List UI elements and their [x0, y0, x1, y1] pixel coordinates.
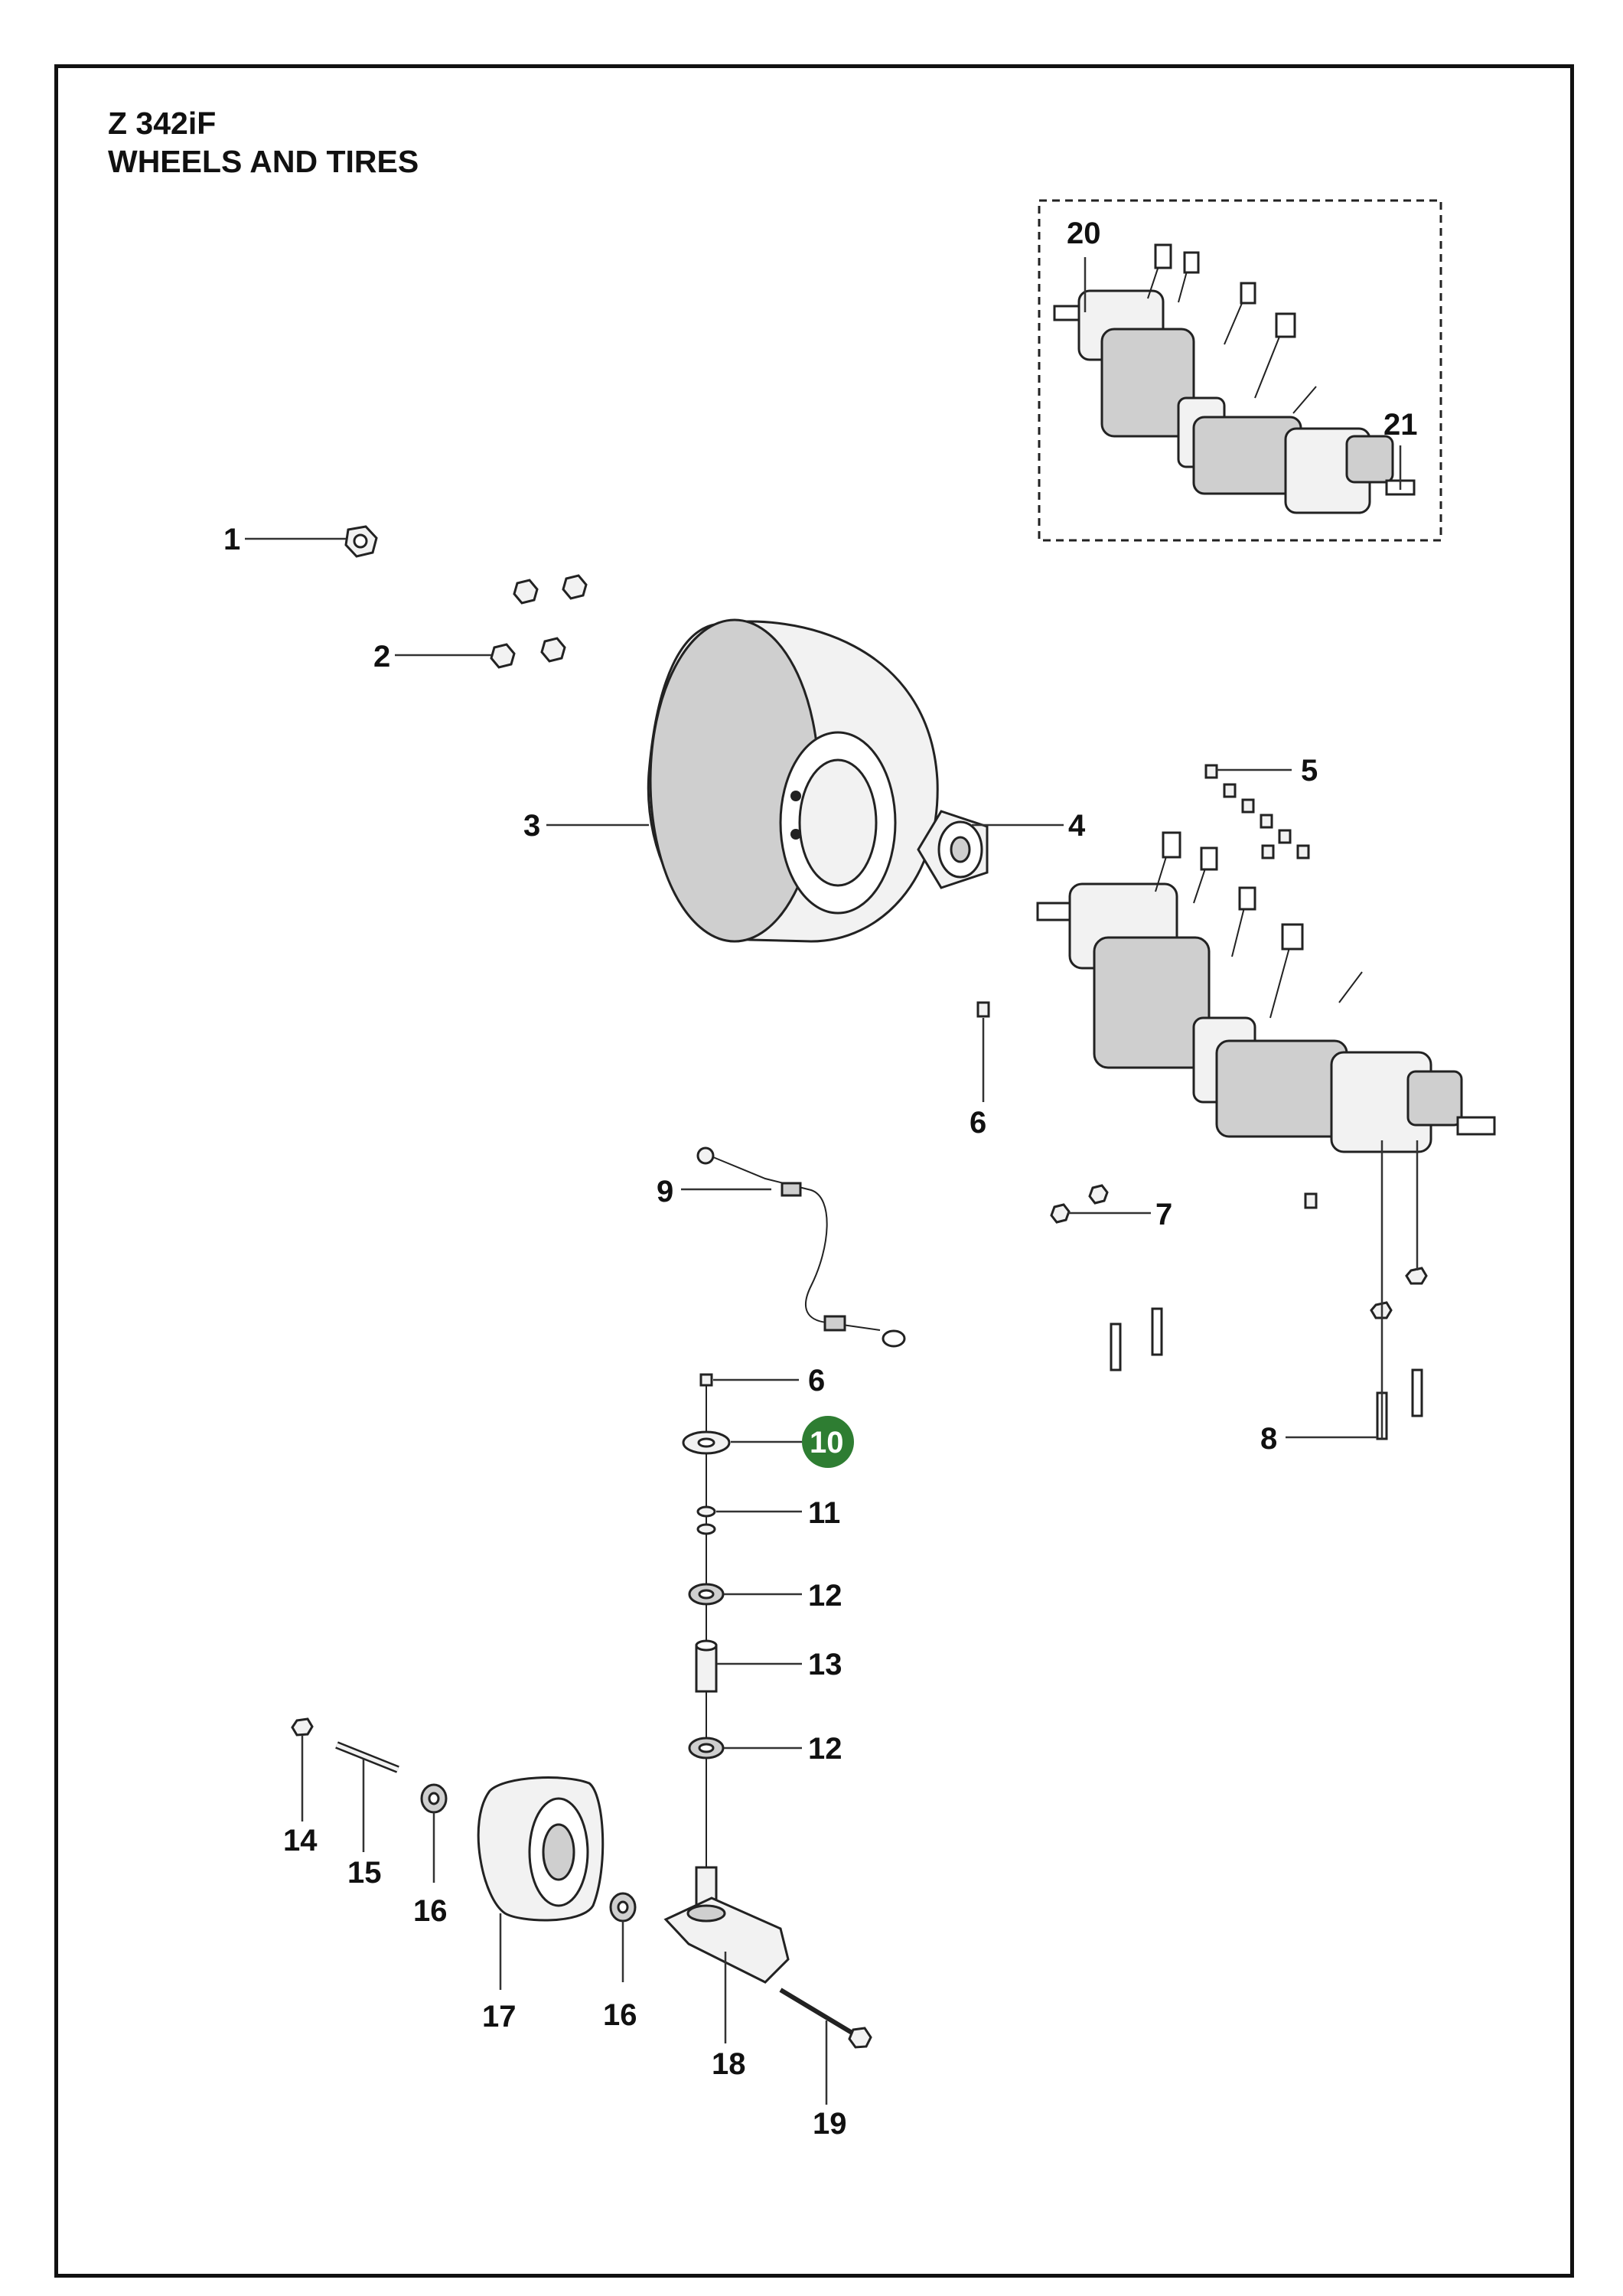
spacer-part-16-right [609, 1892, 637, 1923]
bolts-part-5 [1204, 764, 1310, 859]
callout-6-lower[interactable]: 6 [808, 1364, 825, 1397]
callout-18[interactable]: 18 [712, 2047, 746, 2081]
spacer-tube-part-13 [695, 1639, 718, 1693]
model-name: Z 342iF [108, 106, 217, 141]
caster-fork-part-18 [663, 1866, 790, 1984]
callout-12-lower[interactable]: 12 [808, 1732, 842, 1766]
callout-12-upper[interactable]: 12 [808, 1579, 842, 1613]
highlight-badge-10 [802, 1416, 854, 1468]
callout-9[interactable]: 9 [657, 1175, 673, 1208]
wheel-hub-part-4 [917, 810, 989, 889]
rear-tire-part-3 [647, 618, 939, 943]
diagram-frame [54, 64, 1574, 2278]
inset-dashed-box [1038, 199, 1442, 542]
callout-7[interactable]: 7 [1155, 1198, 1172, 1231]
nuts-part-7 [1050, 1184, 1318, 1224]
axle-bolt-part-19 [779, 1988, 872, 2049]
transaxle-motor-assembly [1036, 831, 1496, 1153]
callout-15[interactable]: 15 [347, 1856, 382, 1890]
callout-2[interactable]: 2 [373, 640, 390, 673]
washers-part-11 [696, 1505, 716, 1535]
lug-nut-part-1 [344, 525, 378, 558]
bearing-part-12-upper [688, 1583, 725, 1606]
washer-part-10 [682, 1430, 731, 1455]
bolts-part-8 [1110, 1267, 1428, 1440]
callout-13[interactable]: 13 [808, 1648, 842, 1681]
callout-3[interactable]: 3 [523, 809, 540, 843]
bearing-part-12-lower [688, 1737, 725, 1760]
spacer-part-16-left [420, 1783, 448, 1814]
callout-19[interactable]: 19 [813, 2107, 847, 2141]
caster-wheel-part-17 [477, 1776, 605, 1922]
callout-8[interactable]: 8 [1260, 1422, 1277, 1456]
callout-5[interactable]: 5 [1301, 754, 1318, 788]
screw-part-6-lower [699, 1373, 713, 1387]
callout-14[interactable]: 14 [283, 1824, 318, 1857]
callout-16-left[interactable]: 16 [413, 1894, 448, 1928]
page-title: Z 342iF WHEELS AND TIRES [108, 104, 419, 181]
callout-6-upper[interactable]: 6 [970, 1106, 986, 1140]
callout-20[interactable]: 20 [1067, 217, 1101, 250]
callout-17[interactable]: 17 [482, 2000, 517, 2033]
caster-axle-part-15 [335, 1741, 399, 1773]
callout-21[interactable]: 21 [1383, 408, 1418, 442]
callout-4[interactable]: 4 [1068, 809, 1086, 843]
lug-nuts-part-2 [490, 574, 588, 669]
callout-11[interactable]: 11 [808, 1496, 840, 1530]
callout-1[interactable]: 1 [223, 523, 240, 556]
callout-16-right[interactable]: 16 [603, 1998, 637, 2032]
caster-axle-bolt-part-14 [291, 1717, 314, 1737]
section-name: WHEELS AND TIRES [108, 144, 419, 179]
sensor-cable-part-9 [696, 1146, 906, 1348]
inset-transaxle-assembly [1053, 243, 1416, 514]
screw-part-6-upper [976, 1001, 990, 1018]
callout-10[interactable]: 10 [810, 1426, 844, 1459]
